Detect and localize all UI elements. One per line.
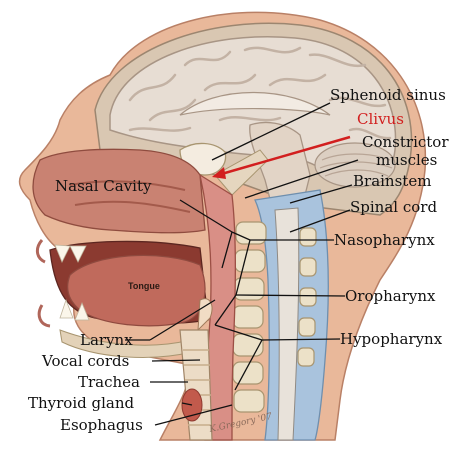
- label-esophagus: Esophagus: [60, 416, 143, 434]
- label-larynx: Larynx: [80, 331, 133, 349]
- label-spinal-cord: Spinal cord: [350, 198, 437, 216]
- label-thyroid-gland: Thyroid gland: [28, 394, 135, 412]
- tongue-label: Tongue: [128, 281, 160, 291]
- label-oropharynx: Oropharynx: [345, 287, 436, 305]
- label-constrictor-line2: muscles: [376, 151, 437, 169]
- label-sphenoid-sinus: Sphenoid sinus: [330, 86, 446, 104]
- label-nasal-cavity: Nasal Cavity: [55, 177, 152, 195]
- label-vocal-cords: Vocal cords: [41, 352, 129, 370]
- label-trachea: Trachea: [78, 373, 140, 391]
- label-clivus: Clivus: [357, 110, 404, 128]
- lips: [37, 240, 50, 326]
- label-hypopharynx: Hypopharynx: [340, 330, 443, 348]
- label-constrictor-line1: Constrictor: [362, 133, 449, 151]
- label-brainstem: Brainstem: [353, 172, 431, 190]
- label-nasopharynx: Nasopharynx: [334, 231, 435, 249]
